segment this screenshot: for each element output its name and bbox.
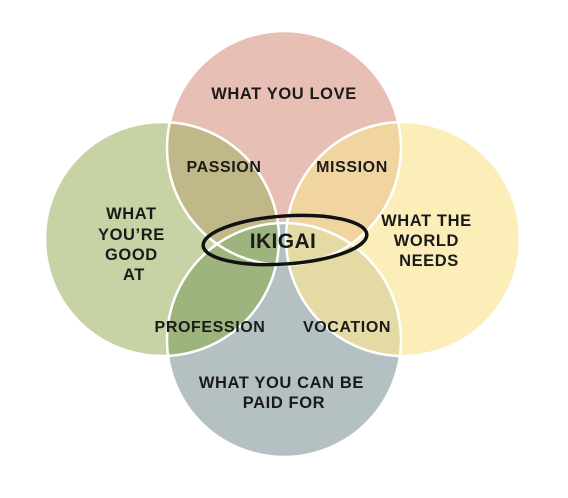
label-profession: PROFESSION <box>155 319 266 336</box>
center-ring <box>201 213 369 267</box>
label-mission: MISSION <box>316 159 388 176</box>
label-what-you-can-be-paid-for: WHAT YOU CAN BE PAID FOR <box>199 374 369 412</box>
label-passion: PASSION <box>186 159 261 176</box>
overlap-vocation <box>286 223 401 356</box>
label-vocation: VOCATION <box>303 319 391 336</box>
label-what-you-love: WHAT YOU LOVE <box>211 85 357 103</box>
label-what-the-world-needs: WHAT THE WORLD NEEDS <box>381 212 477 270</box>
overlap-passion <box>167 122 279 265</box>
overlap-mission <box>286 122 401 265</box>
label-what-youre-good-at: WHAT YOU’RE GOOD AT <box>98 205 170 284</box>
label-ikigai: IKIGAI <box>250 230 317 253</box>
overlap-profession <box>167 223 279 356</box>
